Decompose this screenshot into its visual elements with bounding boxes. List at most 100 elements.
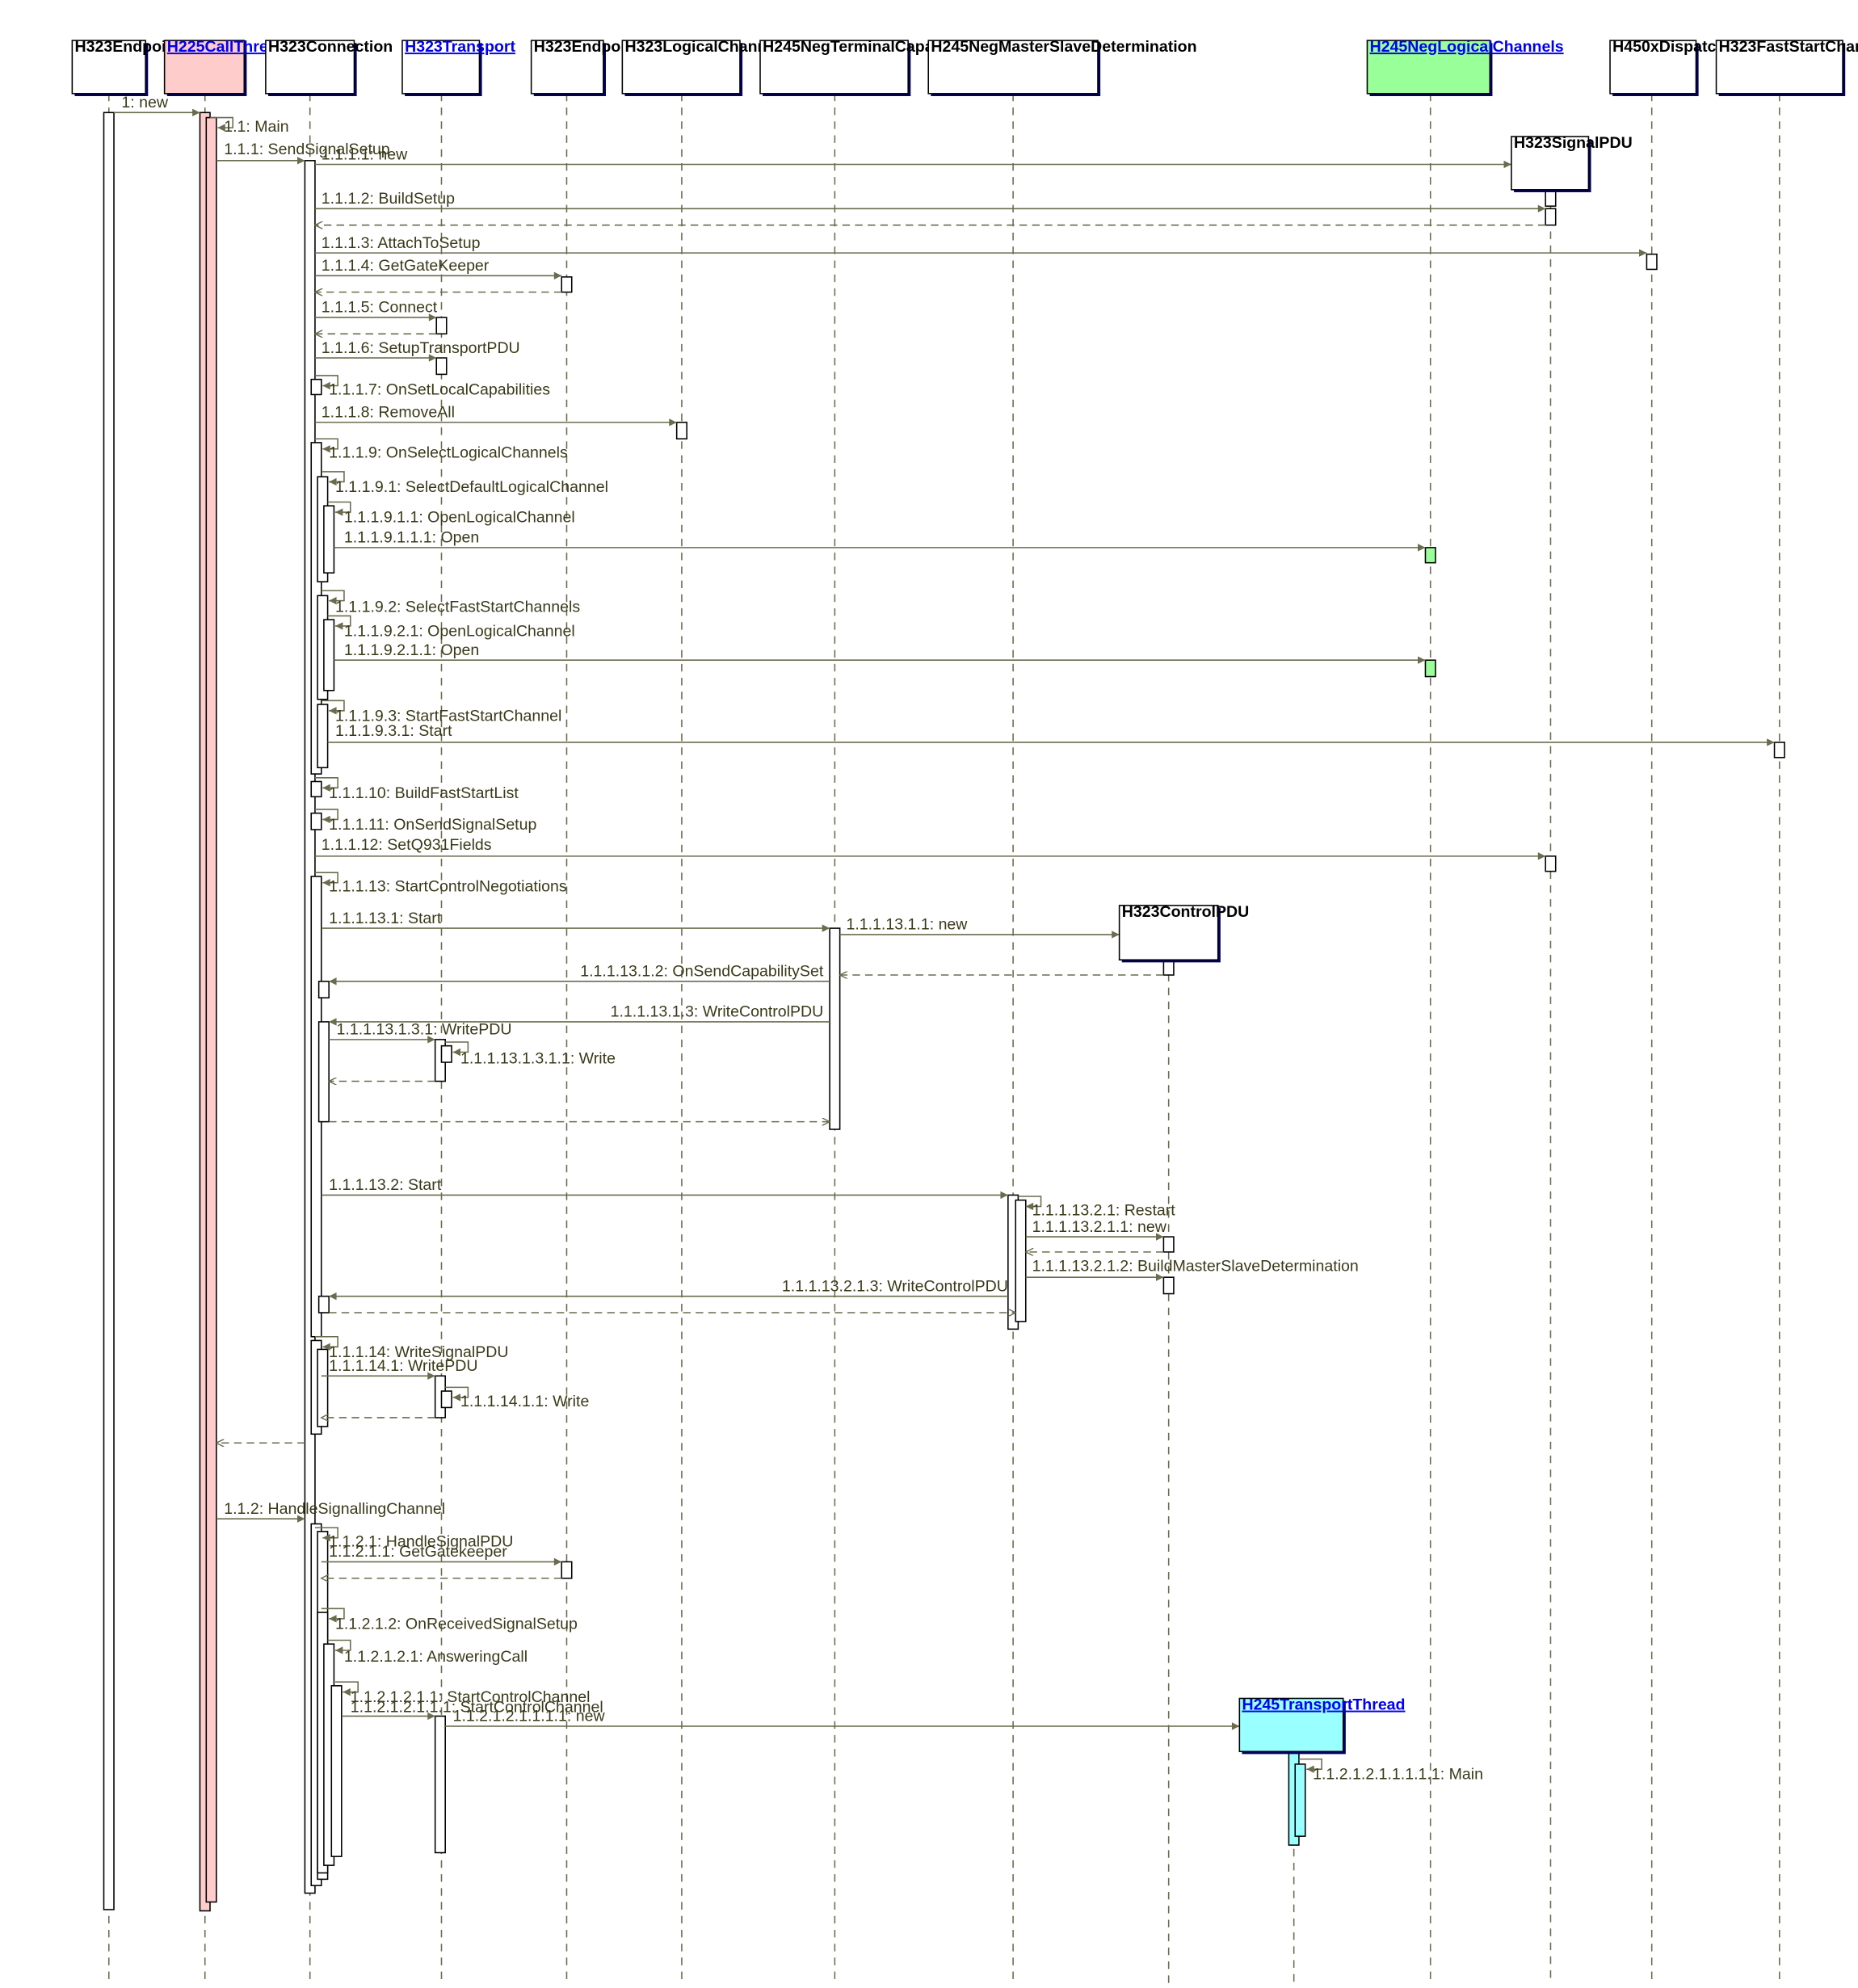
message-35: 1.1.1.14: WriteSignalPDU: [314, 1335, 509, 1361]
message-34: 1.1.1.13.2.1.3: WriteControlPDU: [329, 1277, 1008, 1301]
message-7: 1.1.1.5: Connect: [314, 299, 438, 322]
self-message-arrow: [327, 615, 351, 630]
message-label: 1.1.1.9.2: SelectFastStartChannels: [335, 599, 580, 616]
message-41: 1.1.2.1.2: OnReceivedSignalSetup: [321, 1608, 578, 1633]
message-label: 1.1.1.7: OnSetLocalCapabilities: [329, 380, 550, 398]
self-message-arrow: [314, 1527, 338, 1542]
activation-h323connection: [330, 1685, 343, 1857]
message-label: 1.1.1.9.1: SelectDefaultLogicalChannel: [335, 478, 608, 496]
message-label: 1.1.2.1.2.1: AnsweringCall: [344, 1648, 528, 1666]
participant-label-h245transportthread[interactable]: H245TransportThread: [1242, 1696, 1405, 1714]
activation-h323controlpdu: [1162, 1236, 1175, 1253]
activation-h323signalpdu: [1545, 190, 1557, 207]
participant-label-h225callthread[interactable]: H225CallThread: [167, 38, 287, 56]
message-label: 1.1.1.13.2: Start: [329, 1176, 442, 1194]
activation-h323endpoint_b: [561, 1561, 573, 1579]
message-label: 1.1.1.12: SetQ931Fields: [322, 836, 492, 854]
participant-h450xdispatcher: H450xDispatcher: [1609, 38, 1741, 96]
message-label: 1.1.1.11: OnSendSignalSetup: [329, 816, 536, 834]
message-40: 1.1.2.1.1: GetGatekeeper: [321, 1543, 562, 1566]
participant-box: [927, 40, 1099, 95]
activation-h323connection: [310, 780, 322, 798]
activation-h323faststartchannellist: [1773, 742, 1785, 759]
message-43: 1.1.2.1.2.1.1: StartControlChannel: [334, 1681, 590, 1706]
participant-box: [1715, 40, 1843, 95]
message-9: 1.1.1.7: OnSetLocalCapabilities: [314, 375, 550, 398]
participant-box: [759, 40, 909, 95]
message-33: 1.1.1.13.2.1.2: BuildMasterSlaveDetermin…: [1025, 1257, 1359, 1281]
message-label: 1.1.1.13.1.3.1: WritePDU: [337, 1021, 512, 1039]
message-18: 1.1.1.9.3: StartFastStartChannel: [321, 700, 561, 725]
message-25: 1.1.1.13.1.1: new: [839, 916, 1120, 939]
message-label: 1.1.1.9.3: StartFastStartChannel: [335, 707, 561, 725]
participant-label-h245neglogicalchannels[interactable]: H245NegLogicalChannels: [1370, 38, 1564, 56]
self-message-arrow: [321, 590, 345, 605]
message-label: 1.1.1.9.1.1.1: Open: [344, 529, 479, 547]
self-message-arrow: [210, 116, 233, 132]
participant-h323transport[interactable]: H323Transport: [401, 38, 515, 96]
message-5: 1.1.1.3: AttachToSetup: [314, 234, 1647, 257]
participant-label-h323transport[interactable]: H323Transport: [405, 38, 515, 56]
activation-h323transport: [434, 1715, 446, 1854]
activation-h323connection: [310, 378, 322, 396]
activation-h323connection: [317, 1021, 330, 1123]
message-12: 1.1.1.9.1: SelectDefaultLogicalChannel: [321, 471, 608, 496]
participant-box: [530, 40, 604, 95]
message-label: 1.1.1.13.2.1.2: BuildMasterSlaveDetermin…: [1032, 1257, 1359, 1275]
message-16: 1.1.1.9.2.1: OpenLogicalChannel: [327, 615, 575, 640]
activation-h323connection: [317, 704, 329, 769]
participant-h245negmasterslavedetermination: H245NegMasterSlaveDetermination: [927, 38, 1197, 96]
message-label: 1.1.1.6: SetupTransportPDU: [322, 339, 520, 357]
message-label: 1.1.2.1.2: OnReceivedSignalSetup: [335, 1615, 578, 1633]
message-21: 1.1.1.11: OnSendSignalSetup: [314, 809, 536, 834]
message-3: 1.1.1.1: new: [314, 145, 1511, 169]
message-28: 1.1.1.13.1.3.1: WritePDU: [329, 1021, 512, 1044]
participant-h245neglogicalchannels[interactable]: H245NegLogicalChannels: [1366, 38, 1564, 96]
message-label: 1.1.1.13: StartControlNegotiations: [329, 878, 567, 896]
message-label: 1.1.1.3: AttachToSetup: [322, 234, 481, 252]
message-label: 1: new: [121, 94, 168, 111]
message-19: 1.1.1.9.3.1: Start: [327, 722, 1775, 746]
message-label: 1.1.1.10: BuildFastStartList: [329, 784, 519, 802]
participant-box: [1609, 40, 1697, 95]
message-22: 1.1.1.12: SetQ931Fields: [314, 836, 1546, 860]
participant-label-h450xdispatcher: H450xDispatcher: [1612, 38, 1741, 56]
message-15: 1.1.1.9.2: SelectFastStartChannels: [321, 590, 580, 616]
self-message-arrow: [1018, 1196, 1042, 1211]
message-label: 1.1.1.13.1.3.1.1: Write: [460, 1050, 616, 1068]
participant-label-h323signalpdu: H323SignalPDU: [1514, 134, 1633, 152]
message-label: 1.1.1.9.2.1: OpenLogicalChannel: [344, 622, 575, 640]
message-label: 1.1.1: SendSignalSetup: [224, 141, 390, 158]
message-label: 1.1.2.1.2.1.1.1: StartControlChannel: [351, 1699, 603, 1717]
message-32: 1.1.1.13.2.1.1: new: [1025, 1218, 1167, 1241]
activation-h245transportthread: [1294, 1763, 1306, 1837]
activation-h323connection: [317, 1348, 329, 1427]
self-message-arrow: [327, 501, 351, 516]
message-23: 1.1.1.13: StartControlNegotiations: [314, 872, 567, 896]
participant-h245transportthread[interactable]: H245TransportThread: [1238, 1696, 1406, 1755]
activation-h323transport: [435, 317, 448, 335]
participant-h323endpoint_b: H323Endpoint: [530, 38, 641, 96]
message-11: 1.1.1.9: OnSelectLogicalChannels: [314, 438, 568, 462]
message-label: 1.1.1.14.1.1: Write: [460, 1393, 589, 1410]
self-message-arrow: [314, 777, 338, 792]
message-label: 1.1.1.13.1: Start: [329, 910, 442, 927]
activation-h245neglogicalchannels: [1424, 547, 1436, 564]
participant-h323controlpdu: H323ControlPDU: [1118, 903, 1249, 963]
participant-h323connection: H323Connection: [265, 38, 393, 96]
message-label: 1.1.2: HandleSignallingChannel: [224, 1500, 445, 1518]
message-label: 1.1.1.13.2.1.1: new: [1032, 1218, 1167, 1236]
participant-h225callthread[interactable]: H225CallThread: [163, 38, 287, 96]
activation-h323connection: [323, 619, 335, 691]
message-label: 1.1.1.13.2.1: Restart: [1032, 1201, 1176, 1219]
message-30: 1.1.1.13.2: Start: [321, 1176, 1008, 1200]
message-label: 1.1.1.13.1.1: new: [846, 916, 968, 934]
message-label: 1.1.2.1.2.1.1.1.1.1: Main: [1313, 1766, 1483, 1784]
participant-box: [1366, 40, 1491, 95]
message-6: 1.1.1.4: GetGateKeeper: [314, 257, 562, 279]
self-message-arrow: [327, 1639, 351, 1654]
message-45: 1.1.2.1.2.1.1.1.1: new: [445, 1708, 1240, 1730]
activation-h323transport: [435, 357, 448, 376]
message-label: 1.1.2.1.1: GetGatekeeper: [329, 1543, 507, 1561]
message-label: 1.1.1.2: BuildSetup: [322, 190, 455, 208]
